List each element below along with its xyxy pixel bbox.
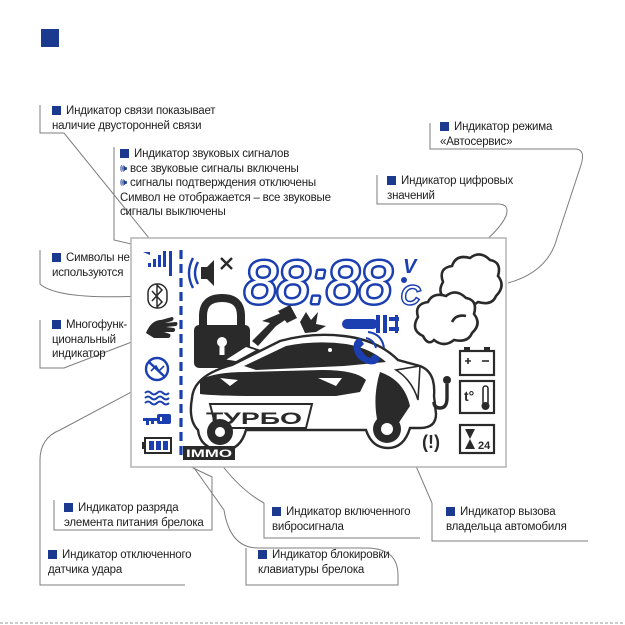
leader-shock-2 xyxy=(39,379,155,548)
leader-unused xyxy=(39,250,143,298)
alarm-burst-icon xyxy=(300,312,326,333)
vibration-icon xyxy=(144,390,170,406)
immo-box xyxy=(183,446,235,460)
car-icon xyxy=(189,333,438,452)
speaker-on-icon: 🕪 xyxy=(120,162,128,175)
header-marker-square xyxy=(41,29,59,47)
callout-bullet xyxy=(64,503,73,512)
leader-link xyxy=(39,105,171,265)
callout-battery: Индикатор разряда элемента питания брело… xyxy=(64,502,204,529)
remote-start-icon xyxy=(342,315,399,333)
bluetooth-icon xyxy=(147,283,168,309)
service-hammer-icon xyxy=(252,305,297,346)
call-owner-icon xyxy=(353,331,385,365)
callout-bullet xyxy=(258,550,267,559)
battery-car-icon xyxy=(458,347,496,377)
leader-keylock xyxy=(159,419,399,586)
temperature-label: t° xyxy=(464,388,474,404)
leader-multi xyxy=(39,320,151,369)
timer-icon xyxy=(458,423,496,455)
callout-bullet xyxy=(52,106,61,115)
digits-display: 88:88 xyxy=(244,249,393,316)
shock-sensor-off-icon xyxy=(144,356,170,382)
callout-shock: Индикатор отключенного датчика удара xyxy=(48,549,192,576)
tow-hook-icon xyxy=(432,376,451,410)
temperature-icon xyxy=(458,379,496,415)
immo-label: IMMO xyxy=(186,448,233,460)
callout-service: Индикатор режима «Автосервис» xyxy=(440,121,553,148)
unit-celsius: C xyxy=(401,280,420,310)
callout-bullet xyxy=(48,550,57,559)
degree-dot xyxy=(401,277,407,283)
callout-sound: Индикатор звуковых сигналов 🕪 все звуков… xyxy=(120,148,331,219)
callout-bullet xyxy=(120,149,129,158)
alert-icon: (!) xyxy=(422,432,440,452)
callout-unused: Символы не используются xyxy=(52,252,130,279)
hand-icon xyxy=(146,317,178,338)
callout-call: Индикатор вызова владельца автомобиля xyxy=(446,506,567,533)
timer-label: 24 xyxy=(478,440,491,452)
callout-multi: Многофунк- циональный индикатор xyxy=(52,319,127,361)
callout-bullet xyxy=(446,507,455,516)
callout-keylock: Индикатор блокировки клавиатуры брелока xyxy=(258,549,390,576)
leader-call xyxy=(431,503,588,542)
leader-shock xyxy=(39,548,185,586)
battery-icon xyxy=(142,437,172,454)
exhaust-cloud-icon xyxy=(413,253,503,346)
unit-volts: V xyxy=(403,256,418,278)
leader-service xyxy=(429,123,583,284)
key-lock-icon xyxy=(143,414,171,425)
signal-bars-icon xyxy=(143,251,172,276)
leader-vibro xyxy=(263,503,420,539)
callout-bullet xyxy=(52,253,61,262)
speaker-muted-icon xyxy=(187,257,233,289)
callout-digital: Индикатор цифровых значений xyxy=(387,175,514,202)
callout-bullet xyxy=(52,320,61,329)
speaker-off-icon: 🕪 xyxy=(120,177,128,190)
key-fob-icon xyxy=(312,344,347,356)
turbo-label: ТУРБО xyxy=(206,409,302,428)
callout-bullet xyxy=(387,176,396,185)
callout-bullet xyxy=(272,507,281,516)
callout-link: Индикатор связи показывает наличие двуст… xyxy=(52,105,216,132)
callout-vibro: Индикатор включенного вибросигнала xyxy=(272,506,411,533)
callout-bullet xyxy=(440,122,449,131)
